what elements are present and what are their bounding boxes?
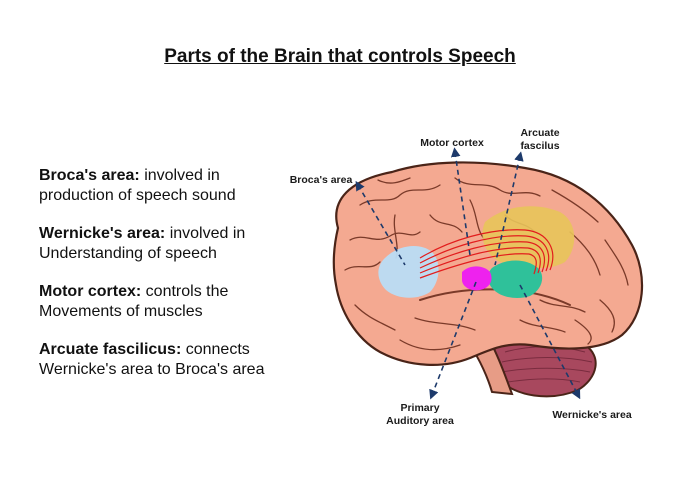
pointer-line-wernickes	[519, 284, 581, 400]
legend: Broca's area: involved in production of …	[39, 166, 309, 398]
label-arcuate-line1: Arcuate	[520, 127, 559, 139]
arcuate-fasciculus-fibers	[419, 229, 554, 279]
page-title: Parts of the Brain that controls Speech	[164, 46, 516, 67]
legend-term: Arcuate fascilicus:	[39, 341, 182, 358]
cerebrum	[332, 161, 644, 366]
label-wernickes-area: Wernicke's area	[552, 409, 632, 421]
label-primary-line1: Primary	[400, 402, 439, 414]
label-primary-line2: Auditory area	[386, 415, 454, 427]
legend-text: connects	[181, 341, 250, 358]
brain-stem	[468, 344, 514, 396]
brocas-area-region	[378, 246, 439, 298]
legend-item-motor-cortex: Motor cortex: controls the Movements of …	[39, 282, 309, 322]
label-arcuate-line2: fascilus	[520, 140, 559, 152]
legend-text: involved in	[165, 225, 246, 242]
legend-item-brocas-area: Broca's area: involved in production of …	[39, 166, 309, 206]
label-brocas-area: Broca's area	[290, 174, 353, 186]
legend-term: Motor cortex:	[39, 283, 142, 300]
legend-term: Broca's area:	[39, 167, 140, 184]
legend-text-line2: Understanding of speech	[39, 245, 217, 262]
pointer-line-brocas	[355, 180, 406, 266]
legend-text: involved in	[139, 167, 220, 184]
legend-text-line2: Movements of muscles	[39, 303, 203, 320]
primary-auditory-area-region	[462, 266, 492, 291]
legend-term: Wernicke's area:	[39, 225, 166, 242]
legend-item-wernickes-area: Wernicke's area: involved in Understandi…	[39, 224, 309, 264]
legend-item-arcuate-fasciculus: Arcuate fascilicus: connects Wernicke's …	[39, 340, 309, 380]
legend-text-line2: Wernicke's area to Broca's area	[39, 361, 265, 378]
label-motor-cortex: Motor cortex	[420, 137, 484, 149]
pointer-line-arcuate	[494, 151, 524, 266]
legend-text-line2: production of speech sound	[39, 187, 236, 204]
pointer-line-primary-auditory	[429, 281, 477, 400]
wernickes-area-region	[488, 260, 543, 298]
legend-text: controls the	[141, 283, 229, 300]
